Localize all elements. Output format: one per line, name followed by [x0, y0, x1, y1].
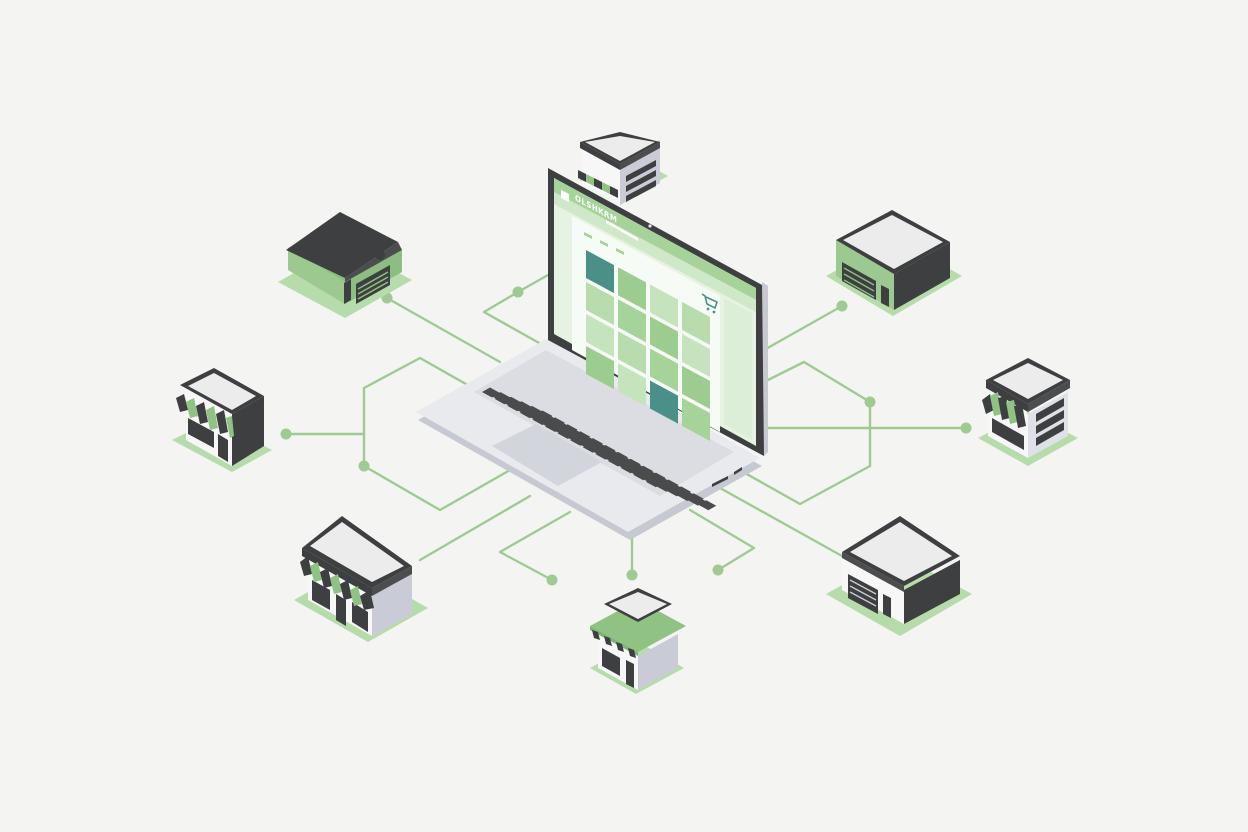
keyboard-key [559, 424, 578, 435]
connector-line [718, 486, 844, 558]
product-tile [682, 397, 710, 441]
connector-line [688, 508, 756, 572]
keyboard-key [584, 438, 603, 449]
keyboard-key [547, 417, 566, 428]
keyboard-key [673, 486, 692, 497]
connector-dot [626, 569, 638, 581]
connector-dot [836, 300, 848, 312]
laptop: OLSHKRM [416, 168, 768, 540]
awning-stripes [300, 556, 374, 610]
connector-dot [546, 574, 558, 586]
shopping-cart-icon [701, 293, 718, 314]
connector-dot [358, 460, 370, 472]
product-tile [682, 365, 710, 409]
keyboard-key [647, 472, 666, 483]
trackpad [492, 424, 602, 486]
connector-line [418, 494, 532, 562]
keyboard-key [698, 500, 717, 511]
product-tile [650, 316, 678, 360]
connector-dot [512, 286, 524, 298]
keyboard-key [685, 493, 704, 504]
connector-line [362, 464, 512, 512]
store-top [578, 132, 668, 205]
warehouse-bottom-right [826, 516, 972, 636]
product-tile [586, 346, 614, 390]
connector-line [498, 510, 572, 582]
product-tile [586, 314, 614, 358]
keyboard-key [597, 445, 616, 455]
connector-dot [864, 396, 876, 408]
product-tile [586, 250, 614, 294]
product-tile [618, 363, 646, 407]
product-tile [682, 301, 710, 345]
awning-stripes [592, 630, 636, 658]
store-left [172, 368, 272, 472]
connector-line [734, 464, 872, 506]
product-tile [650, 284, 678, 328]
keyboard-key [572, 431, 591, 442]
keyboard-key [534, 410, 553, 421]
connector-line [516, 273, 550, 294]
keyboard-key [660, 479, 679, 490]
connector-line [762, 304, 844, 352]
connector-line [482, 290, 550, 350]
awning-stripes [578, 170, 618, 198]
store-logo-icon [561, 190, 569, 202]
keyboard-key [610, 451, 629, 462]
network-connectors [284, 273, 968, 582]
product-tile [650, 348, 678, 392]
product-tile [586, 282, 614, 326]
product-tile [618, 331, 646, 375]
awning-stripes [176, 394, 234, 438]
connector-dot [280, 428, 292, 440]
store-bottom [590, 588, 686, 694]
store-right [978, 358, 1078, 466]
keyboard-key [635, 465, 654, 476]
product-grid [586, 250, 710, 441]
awning-stripes [982, 392, 1026, 428]
connector-dot [960, 422, 972, 434]
product-tile [682, 333, 710, 377]
store-bottom-left [294, 516, 428, 642]
warehouse-barn [278, 212, 412, 318]
connector-dot [712, 564, 724, 576]
product-tile [618, 267, 646, 311]
connector-line [762, 360, 872, 404]
connector-line [362, 356, 482, 394]
keyboard [474, 350, 734, 511]
warehouse-top-right [826, 210, 962, 316]
connector-line [385, 296, 502, 364]
product-tile [618, 299, 646, 343]
keyboard-key [622, 458, 641, 469]
product-tile [650, 380, 678, 424]
